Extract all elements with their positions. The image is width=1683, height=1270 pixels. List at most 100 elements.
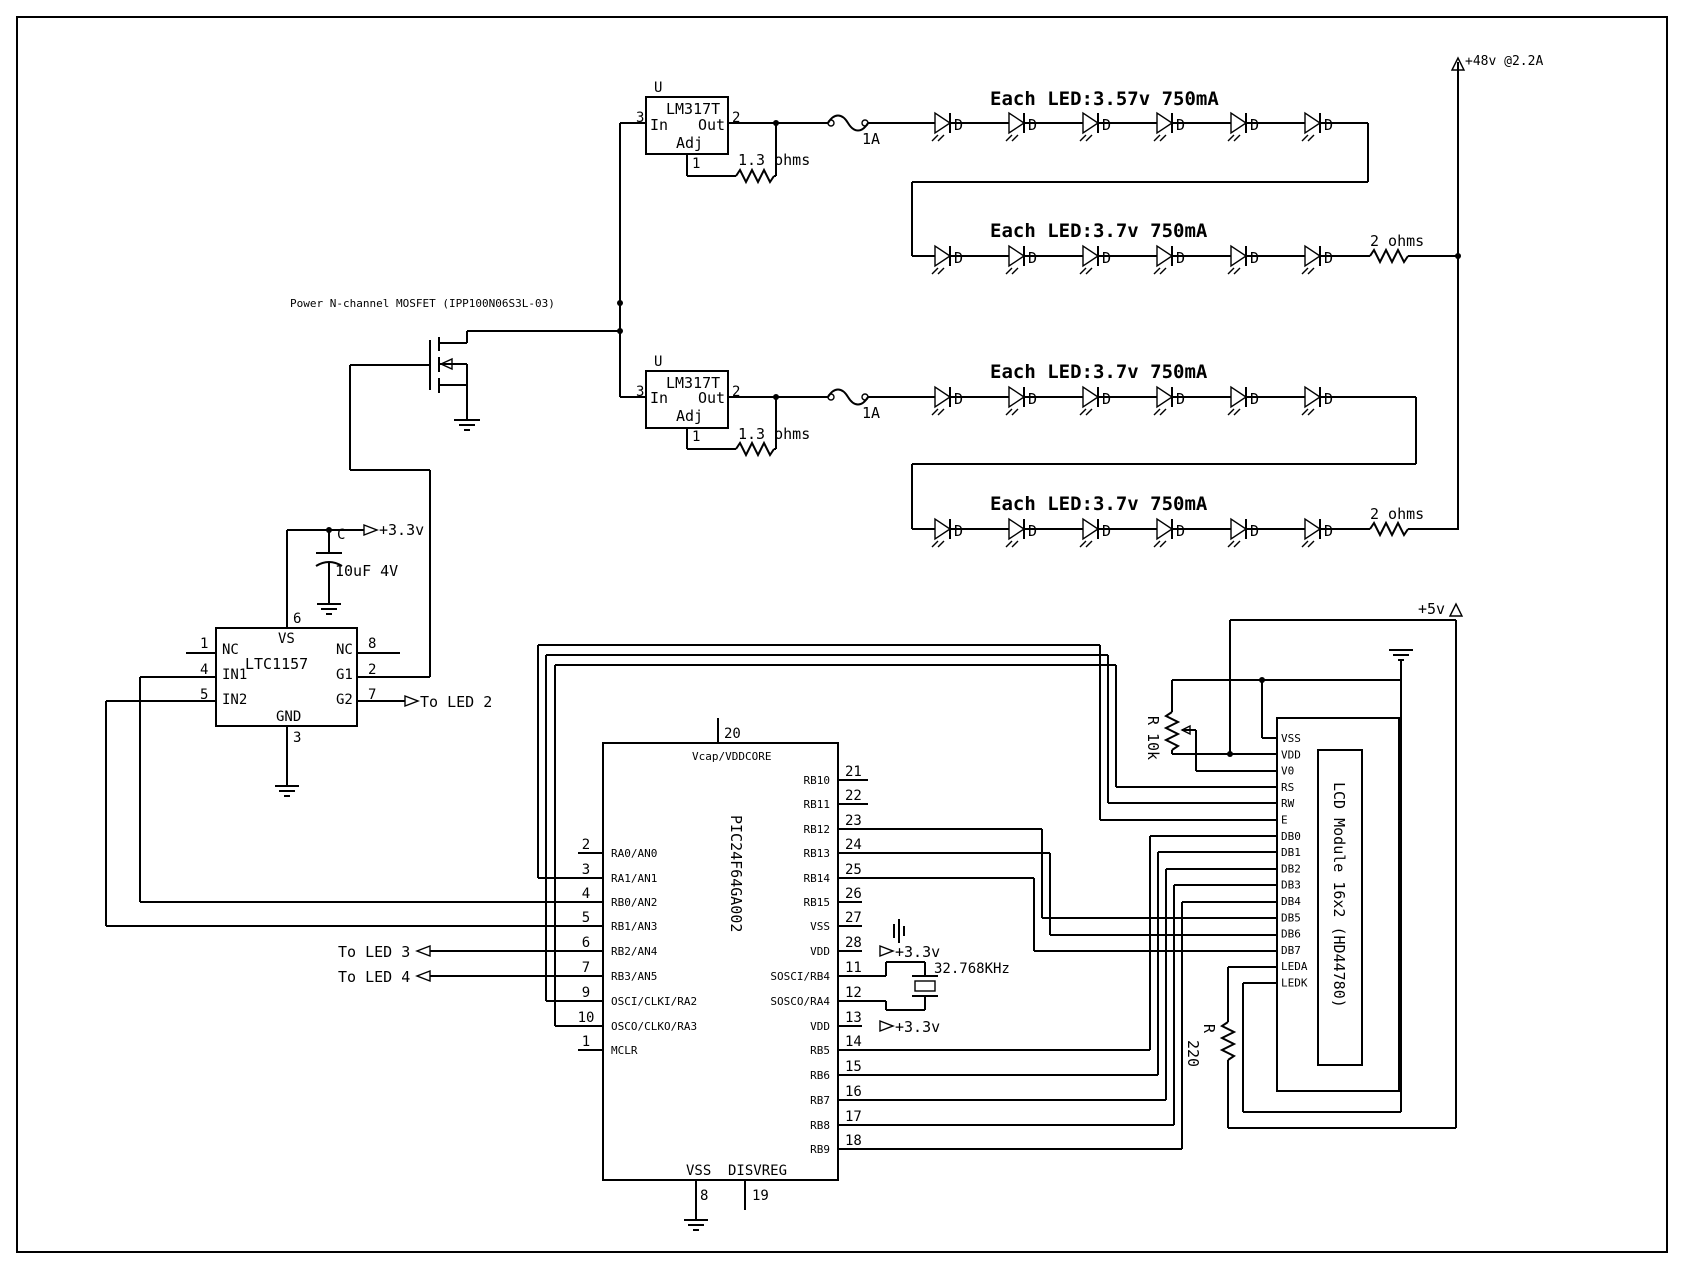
lcd-name: LCD Module 16x2 (HD44780) (1330, 782, 1348, 1008)
lcd-pin-label: DB3 (1281, 879, 1301, 892)
ltc1157-pin-4-name: IN1 (222, 667, 247, 683)
regulator-2-resistor-label: 1.3 ohms (738, 425, 810, 443)
svg-text:27: 27 (845, 910, 862, 926)
lcd-pin-label: DB6 (1281, 928, 1301, 941)
led-diode: D (1226, 111, 1300, 142)
led-diode: D (1152, 385, 1226, 416)
svg-text:13: 13 (845, 1010, 862, 1026)
svg-text:RB15: RB15 (804, 896, 831, 909)
regulator-1-resistor-label: 1.3 ohms (738, 151, 810, 169)
pot-ref: R (1144, 716, 1162, 726)
fuse-2-label: 1A (862, 404, 880, 422)
supply-33v-label-1: +3.3v (379, 521, 424, 539)
svg-text:18: 18 (845, 1133, 862, 1149)
regulator-2-pin-out: 2 (732, 384, 740, 400)
led-designator: D (1102, 390, 1111, 408)
to-led2-label: To LED 2 (420, 693, 492, 711)
led-diode: D (930, 385, 1004, 416)
led-diode: D (1226, 517, 1300, 548)
svg-text:VDD: VDD (810, 945, 830, 958)
svg-text:SOSCI/RB4: SOSCI/RB4 (770, 970, 830, 983)
supply-33v-label-2: +3.3v (895, 943, 940, 961)
led-designator: D (1028, 116, 1037, 134)
to-led4-label: To LED 4 (338, 968, 410, 986)
mcu-name: PIC24F64GA002 (727, 815, 745, 932)
led-string-2-label: Each LED:3.7v 750mA (990, 220, 1208, 242)
led-diode: D (1300, 111, 1333, 142)
led-designator: D (1324, 522, 1333, 540)
svg-text:RB9: RB9 (810, 1143, 830, 1156)
lcd-power: +5v R 10k R 220 (1144, 600, 1464, 1129)
regulator-2-in-label: In (650, 389, 668, 407)
svg-text:VDD: VDD (810, 1020, 830, 1033)
crystal-label: 32.768KHz (934, 961, 1010, 977)
led-string-4-resistor-label: 2 ohms (1370, 505, 1424, 523)
led-designator: D (954, 116, 963, 134)
mcu-pin-8: 8 (700, 1188, 708, 1204)
svg-text:11: 11 (845, 960, 862, 976)
led-diode: D (1004, 517, 1078, 548)
svg-text:21: 21 (845, 764, 862, 780)
led-designator: D (1176, 116, 1185, 134)
mcu-right-pins: 21RB1022RB1123RB1224RB1325RB1426RB1527VS… (770, 764, 868, 1156)
ltc1157-top-pin: 6 (293, 611, 301, 627)
supply-33v-label-3: +3.3v (895, 1018, 940, 1036)
mcu-wiring: To LED 3 To LED 4 +3.3v +3.3v (105, 644, 1277, 1150)
supply-48v-label: +48v @2.2A (1465, 54, 1543, 69)
capacitor-value: 10uF 4V (335, 562, 398, 580)
led-designator: D (1102, 522, 1111, 540)
svg-text:25: 25 (845, 862, 862, 878)
svg-text:26: 26 (845, 886, 862, 902)
led-diode: D (1078, 517, 1152, 548)
ltc1157-bottom-pin: 3 (293, 730, 301, 746)
svg-text:1: 1 (582, 1034, 590, 1050)
svg-text:RA1/AN1: RA1/AN1 (611, 872, 657, 885)
led-designator: D (954, 522, 963, 540)
ltc1157-gnd-label: GND (276, 709, 301, 725)
ltc1157-pin-8-num: 8 (368, 636, 376, 652)
led-designator: D (1324, 390, 1333, 408)
led-wiring (911, 122, 1461, 538)
lcd-pin-label: VSS (1281, 732, 1301, 745)
svg-text:9: 9 (582, 985, 590, 1001)
lcd-module: LCD Module 16x2 (HD44780) (1276, 717, 1400, 1092)
regulator-2-pin-adj: 1 (692, 429, 700, 445)
svg-text:RA0/AN0: RA0/AN0 (611, 847, 657, 860)
svg-text:RB6: RB6 (810, 1069, 830, 1082)
lcd-pin-label: RW (1281, 797, 1295, 810)
svg-text:RB2/AN4: RB2/AN4 (611, 945, 658, 958)
svg-text:RB3/AN5: RB3/AN5 (611, 970, 657, 983)
svg-text:17: 17 (845, 1109, 862, 1125)
lcd-pin-label: LEDK (1281, 977, 1308, 990)
ltc1157-pin-2-num: 2 (368, 662, 376, 678)
regulator-1-in-label: In (650, 116, 668, 134)
svg-text:OSCO/CLKO/RA3: OSCO/CLKO/RA3 (611, 1020, 697, 1033)
led-diode: D (930, 111, 1004, 142)
led-diode: D (930, 517, 1004, 548)
ltc1157-pin-4-num: 4 (200, 662, 208, 678)
ltc1157: LTC1157 VS GND 6 3 1 NC 4 IN1 5 IN2 8 NC… (106, 521, 492, 797)
regulator-2-out-label: Out (698, 389, 725, 407)
regulator-1-adj-label: Adj (676, 134, 703, 152)
svg-text:OSCI/CLKI/RA2: OSCI/CLKI/RA2 (611, 995, 697, 1008)
svg-text:VSS: VSS (810, 920, 830, 933)
led-designator: D (954, 249, 963, 267)
junction-48v-1 (1455, 253, 1461, 259)
svg-text:RB14: RB14 (804, 872, 831, 885)
capacitor-ref: C (337, 527, 345, 543)
fuse-1-label: 1A (862, 130, 880, 148)
